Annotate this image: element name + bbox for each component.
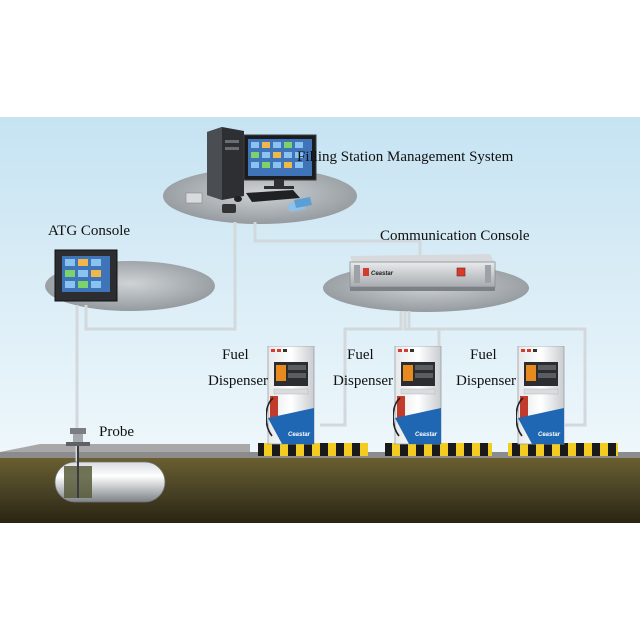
probe-icon	[66, 428, 90, 498]
probe-platform	[0, 444, 250, 452]
network-cables	[75, 222, 587, 470]
card-reader-icon	[185, 192, 312, 213]
atg-console-label: ATG Console	[48, 223, 131, 239]
monitor-icon	[243, 134, 317, 189]
communication-console-label: Communication Console	[380, 228, 530, 244]
fuel-dispenser-label-3: Fuel Dispenser	[456, 347, 516, 389]
probe-label: Probe	[99, 424, 134, 440]
fuel-dispenser-icon	[393, 346, 442, 445]
hazard-platform	[385, 443, 492, 456]
console-brand: Ceastar	[371, 271, 394, 277]
fuel-dispenser-icon	[516, 346, 565, 445]
fuel-dispenser-icon	[266, 346, 315, 445]
dispenser-group-3	[508, 346, 618, 456]
keyboard-icon	[246, 190, 300, 202]
tower-icon	[207, 127, 244, 200]
underground-tank-icon	[54, 461, 166, 503]
rack-console-icon: Ceastar	[349, 254, 496, 291]
atg-console-icon	[54, 249, 118, 302]
hazard-platform	[508, 443, 618, 456]
computer-icon	[185, 127, 317, 213]
dispenser-group-2	[385, 346, 492, 456]
management-system-label: Filling Station Management System	[297, 149, 514, 165]
mouse-icon	[234, 196, 242, 202]
fuel-dispenser-label-2: Fuel Dispenser	[333, 347, 393, 389]
dispenser-group-1	[258, 346, 368, 456]
hazard-platform	[258, 443, 368, 456]
fuel-dispenser-label-1: Fuel Dispenser	[208, 347, 268, 389]
